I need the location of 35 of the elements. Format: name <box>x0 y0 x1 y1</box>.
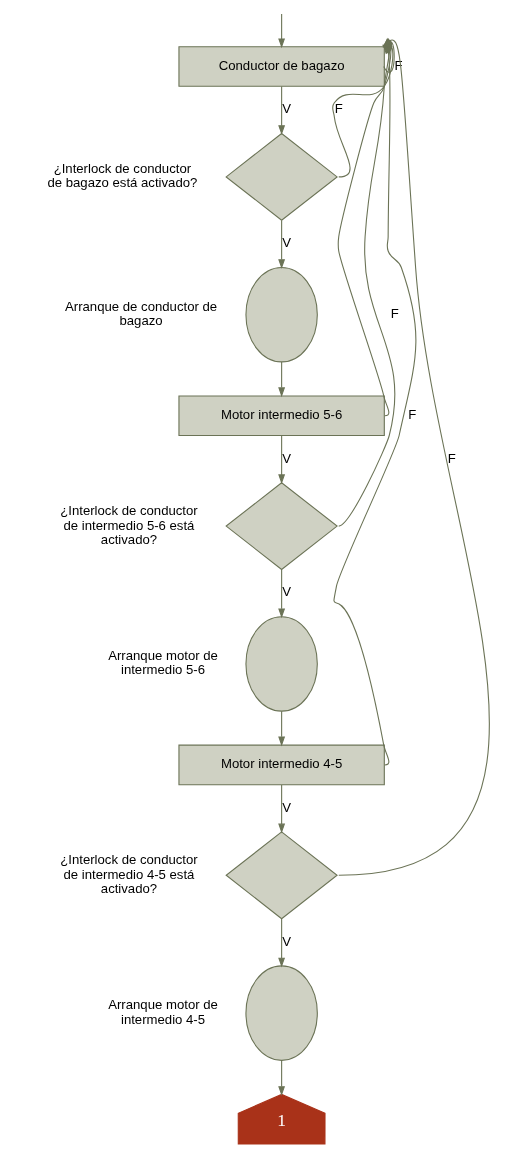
node-box: Motor intermedio 4-5 <box>177 744 385 786</box>
edge-label: F <box>390 306 399 322</box>
arrow <box>277 784 285 834</box>
arrow <box>277 918 285 968</box>
edge-label: F <box>447 450 456 466</box>
edge-label: V <box>281 235 291 251</box>
edge-label: V <box>281 933 291 949</box>
arrow <box>277 361 285 398</box>
arrow <box>277 710 285 747</box>
arrow <box>277 85 285 136</box>
edge-label: V <box>281 101 291 117</box>
node-box: Conductor de bagazo <box>177 46 385 87</box>
node-label: Arranque de conductor de bagazo <box>64 298 217 329</box>
arrow <box>277 1060 285 1097</box>
node-circle <box>244 266 318 363</box>
edge-label: V <box>281 450 291 466</box>
node-circle <box>244 965 318 1061</box>
node-diamond <box>224 132 338 221</box>
edge-label: V <box>281 584 291 600</box>
arrow <box>277 219 285 270</box>
edge-label: F <box>407 407 416 423</box>
node-label: Arranque motor de intermedio 4-5 <box>107 997 218 1027</box>
node-box: Motor intermedio 5-6 <box>177 395 385 437</box>
edge-label: F <box>334 101 343 117</box>
node-circle <box>244 616 318 712</box>
node-label: ¿Interlock de conductor de intermedio 5-6 está activado? <box>59 503 198 547</box>
arrow <box>277 13 285 49</box>
arrow <box>277 435 285 485</box>
node-label: ¿Interlock de conductor de intermedio 4-5 está activado? <box>59 852 198 896</box>
node-label: ¿Interlock de conductor de bagazo está activado? <box>46 161 197 191</box>
arrow <box>277 569 285 619</box>
edge-label: V <box>281 799 291 815</box>
node-diamond <box>224 482 338 571</box>
node-diamond <box>224 831 338 920</box>
node-label: Arranque motor de intermedio 5-6 <box>107 648 218 678</box>
